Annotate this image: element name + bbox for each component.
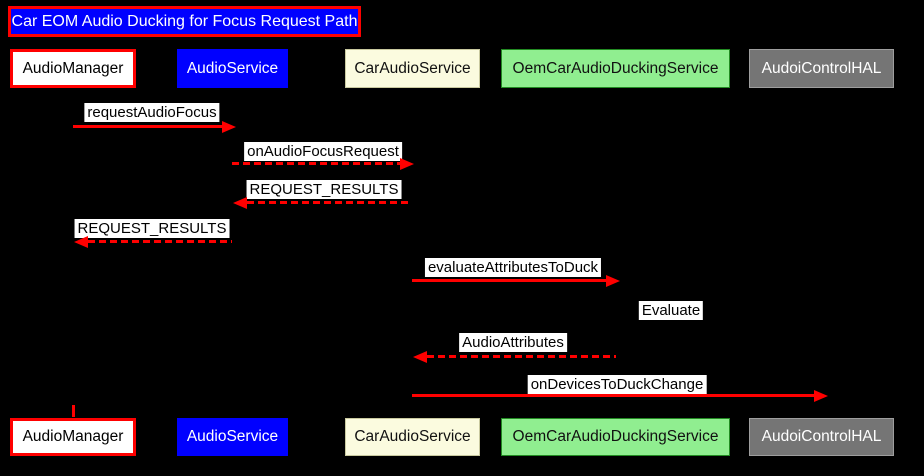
actor-audioservice-top: AudioService: [177, 49, 288, 88]
actor-caraudioservice-top: CarAudioService: [345, 49, 480, 88]
message-label-evaluate-self: Evaluate: [638, 301, 704, 320]
message-label-evaluateattributestoduck: evaluateAttributesToDuck: [424, 258, 602, 277]
actor-audiomanager-bottom: AudioManager: [10, 418, 136, 456]
arrow-request-results-2: [88, 240, 232, 243]
arrowhead-left-icon: [413, 351, 427, 363]
message-label-audioattributes: AudioAttributes: [459, 333, 567, 352]
lifeline-audiomanager: [72, 88, 73, 418]
message-label-ondevicestoduckchange: onDevicesToDuckChange: [527, 375, 707, 394]
message-label-onaudiofocusrequest: onAudioFocusRequest: [244, 142, 402, 161]
actor-audioservice-bottom: AudioService: [177, 418, 288, 456]
arrowhead-right-icon: [606, 275, 620, 287]
lifeline-audioservice: [232, 88, 233, 418]
arrowhead-left-icon: [74, 236, 88, 248]
actor-audiomanager-top: AudioManager: [10, 49, 136, 88]
lifeline-oemcaraudioduckingservice: [616, 88, 617, 418]
actor-oemcaraudioduckingservice-top: OemCarAudioDuckingService: [501, 49, 730, 88]
arrowhead-right-icon: [222, 121, 236, 133]
arrowhead-right-icon: [400, 158, 414, 170]
actor-oemcaraudioduckingservice-bottom: OemCarAudioDuckingService: [501, 418, 730, 456]
arrow-audioattributes: [427, 355, 616, 358]
arrow-request-results-1: [247, 201, 412, 204]
lifeline-stub-red: [72, 405, 75, 417]
diagram-title: Car EOM Audio Ducking for Focus Request …: [8, 6, 361, 37]
lifeline-audiocontrolhal: [822, 88, 823, 418]
actor-caraudioservice-bottom: CarAudioService: [345, 418, 480, 456]
message-label-request-results-2: REQUEST_RESULTS: [74, 219, 230, 238]
message-label-request-results-1: REQUEST_RESULTS: [246, 180, 402, 199]
arrowhead-left-icon: [233, 197, 247, 209]
arrow-ondevicestoduckchange: [412, 394, 814, 397]
arrow-requestaudiofocus: [73, 125, 222, 128]
arrow-evaluateattributestoduck: [412, 279, 606, 282]
actor-audiocontrolhal-bottom: AudoiControlHAL: [749, 418, 894, 456]
arrowhead-right-icon: [814, 390, 828, 402]
lifeline-caraudioservice: [412, 88, 413, 418]
arrow-onaudiofocusrequest: [232, 162, 400, 165]
message-label-requestaudiofocus: requestAudioFocus: [84, 103, 220, 122]
actor-audiocontrolhal-top: AudoiControlHAL: [749, 49, 894, 88]
